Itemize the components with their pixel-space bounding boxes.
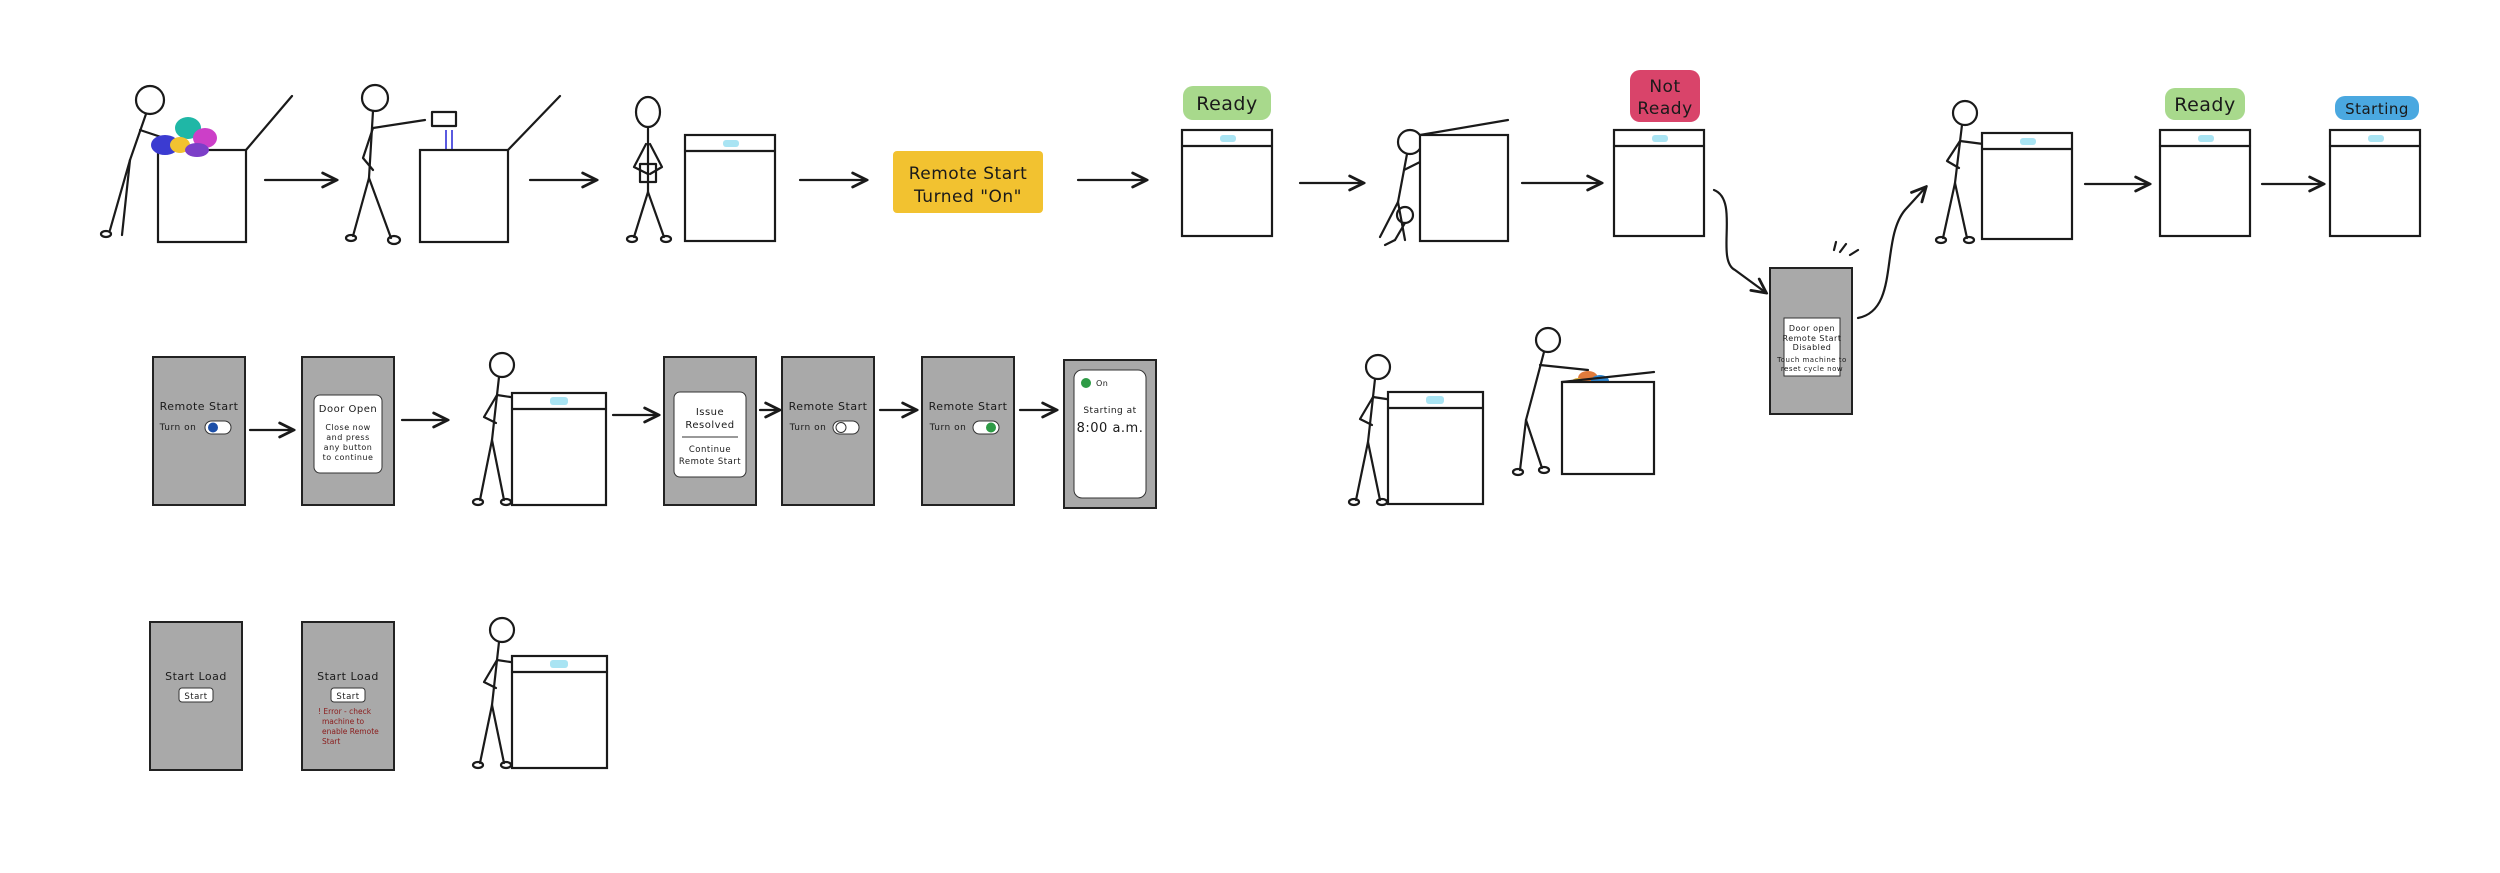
toggle-label: Turn on <box>789 423 827 433</box>
status-label: On <box>1096 379 1108 388</box>
toggle-knob <box>208 422 218 433</box>
phone-title: Remote Start <box>160 400 239 413</box>
starting-time: 8:00 a.m. <box>1077 421 1144 436</box>
washer <box>1980 131 2074 241</box>
toggle-knob <box>986 422 996 433</box>
washer-display <box>550 660 568 668</box>
alert-line-2: Remote Start <box>1783 334 1842 343</box>
panel-unload-clothes <box>1511 326 1656 477</box>
phone-title: Start Load <box>165 670 227 683</box>
panel-ready-2: Ready <box>2158 88 2252 238</box>
washer <box>683 133 777 243</box>
panel-not-ready: Not Ready <box>1612 70 1706 238</box>
washer <box>1612 128 1706 238</box>
phone-start-load-error: Start Load Start ! Error - check machine… <box>301 621 395 771</box>
door-open-line: Close now <box>325 423 370 432</box>
not-ready-badge <box>1630 70 1700 122</box>
phone-door-open: Door Open Close now and press any button… <box>301 356 395 506</box>
phone-remote-start-on: Remote Start Turn on <box>921 356 1015 506</box>
washer-display <box>1426 396 1444 404</box>
phone-remote-start-off: Remote Start Turn on <box>152 356 246 506</box>
starting-badge-label: Starting <box>2345 100 2409 118</box>
door-open-line: to continue <box>323 453 374 462</box>
start-button-label: Start <box>184 692 207 702</box>
washer-display <box>723 140 739 147</box>
panel-ready: Ready <box>1180 86 1274 238</box>
ready-badge <box>1183 86 1271 120</box>
washer <box>1386 390 1485 506</box>
panel-starting: Starting <box>2328 96 2422 238</box>
detergent-cup-icon <box>430 110 458 150</box>
ready-badge <box>2165 88 2245 120</box>
error-message: ! Error - check <box>318 707 372 716</box>
start-button-label: Start <box>336 692 359 702</box>
washer <box>1418 133 1510 243</box>
alert-line-4: Touch machine to <box>1776 356 1847 364</box>
phone-door-alert: Door open Remote Start Disabled Touch ma… <box>1769 240 1860 415</box>
flow-arrow <box>1856 188 1925 320</box>
washer-open <box>1560 380 1656 476</box>
door-open-line: and press <box>326 433 370 442</box>
washer-display <box>550 397 568 405</box>
washer-display <box>2020 138 2036 145</box>
washer <box>2158 128 2252 238</box>
remote-start-note: Remote Start Turned "On" <box>893 151 1043 213</box>
washer <box>510 391 608 507</box>
toggle-label: Turn on <box>159 423 197 433</box>
panel-add-detergent <box>344 83 562 246</box>
washer-display <box>2198 135 2214 142</box>
issue-title-2: Resolved <box>685 420 734 431</box>
washer <box>1180 128 1274 238</box>
ready-badge-label: Ready <box>2174 94 2236 116</box>
phone-title: Start Load <box>317 670 379 683</box>
not-ready-badge-label-2: Ready <box>1637 99 1692 119</box>
panel-touch-machine <box>1934 99 2074 245</box>
note-line-1: Remote Start <box>909 164 1028 184</box>
phone-issue-resolved: Issue Resolved Continue Remote Start <box>663 356 757 506</box>
washer <box>510 654 609 770</box>
continue-remote-start-link[interactable]: Continue <box>689 445 731 455</box>
start-button[interactable] <box>178 687 214 703</box>
panel-load-clothes <box>99 84 294 244</box>
alert-line-3: Disabled <box>1793 343 1832 352</box>
door-open-line: any button <box>324 443 373 452</box>
phone-title: Remote Start <box>789 400 868 413</box>
issue-title: Issue <box>696 407 724 418</box>
status-dot <box>1081 378 1091 388</box>
alert-line-1: Door open <box>1789 324 1835 333</box>
continue-remote-start-link-2: Remote Start <box>679 457 741 467</box>
panel-person-washer-alt <box>1347 353 1485 507</box>
phone-start-load: Start Load Start <box>149 621 243 771</box>
washer-display <box>1220 135 1236 142</box>
error-message-3: enable Remote <box>322 727 379 736</box>
clothes-pile <box>151 117 217 157</box>
phone-remote-start-off-2: Remote Start Turn on <box>781 356 875 506</box>
not-ready-badge-label: Not <box>1649 77 1680 97</box>
toggle-label: Turn on <box>929 423 967 433</box>
panel-with-phone <box>625 95 777 244</box>
door-open-title: Door Open <box>319 404 377 415</box>
error-message-2: machine to <box>322 717 365 726</box>
start-button[interactable] <box>330 687 366 703</box>
note-line-2: Turned "On" <box>913 187 1022 207</box>
washer-display <box>2368 135 2384 142</box>
starting-badge <box>2335 96 2419 120</box>
starting-line-1: Starting at <box>1083 406 1136 416</box>
toggle-knob <box>835 422 847 433</box>
flow-arrow <box>1712 188 1765 292</box>
phone-title: Remote Start <box>929 400 1008 413</box>
panel-touch-machine-3 <box>471 616 609 770</box>
error-message-4: Start <box>322 737 340 746</box>
washer-open <box>418 148 510 244</box>
panel-touch-machine-2 <box>471 351 608 507</box>
washer-display <box>1652 135 1668 142</box>
phone-starting: On Starting at 8:00 a.m. <box>1063 359 1157 509</box>
washer <box>2328 128 2422 238</box>
ready-badge-label: Ready <box>1196 93 1258 115</box>
washer-open <box>156 148 248 244</box>
alert-line-5: reset cycle now <box>1781 365 1843 373</box>
panel-opening-washer <box>1378 118 1510 247</box>
